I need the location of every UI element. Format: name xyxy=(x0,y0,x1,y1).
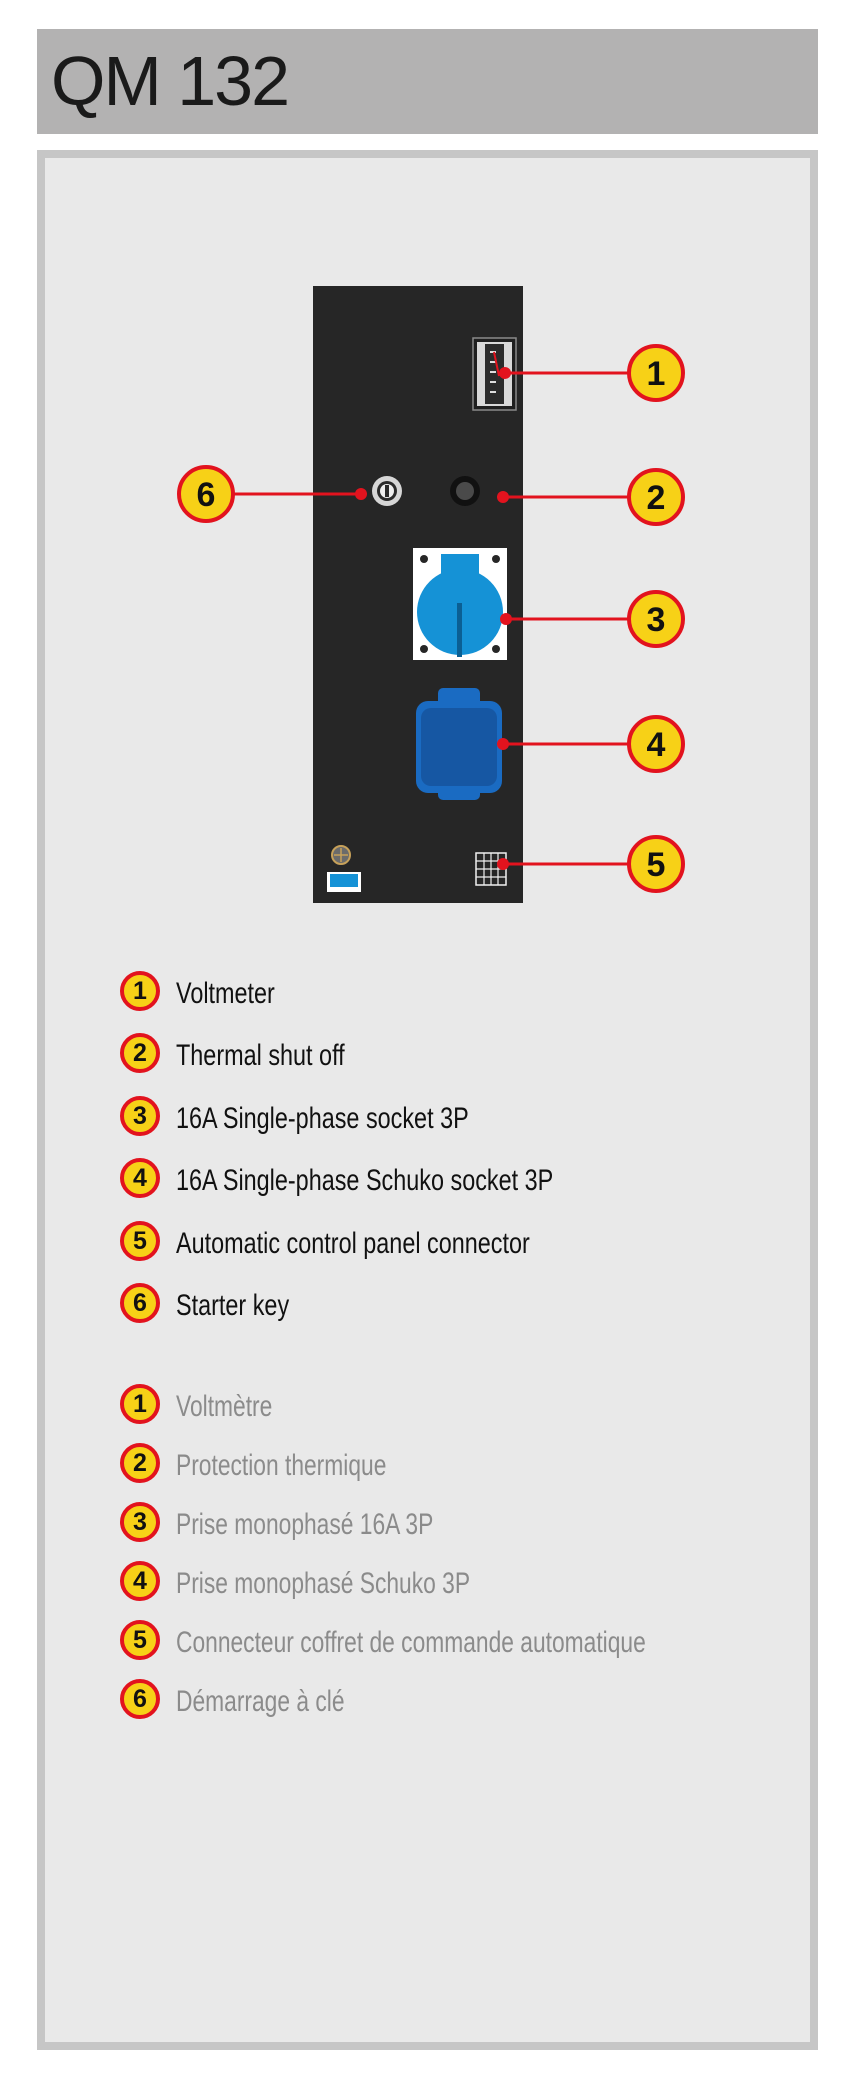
legend-badge: 1 xyxy=(120,1384,160,1424)
callout-badge-1: 1 xyxy=(627,344,685,402)
schuko-socket xyxy=(416,688,502,800)
page-title: QM 132 xyxy=(51,42,290,120)
callout-number-4: 4 xyxy=(647,726,666,764)
legend-badge: 4 xyxy=(120,1158,160,1198)
legend-label: Prise monophasé 16A 3P xyxy=(176,1508,434,1541)
callout-dot-2 xyxy=(497,491,509,503)
legend-label: Démarrage à clé xyxy=(176,1685,345,1718)
legend-badge: 6 xyxy=(120,1283,160,1323)
legend-label: Voltmeter xyxy=(176,977,275,1010)
legend-badge: 6 xyxy=(120,1679,160,1719)
legend-label: Connecteur coffret de commande automatiq… xyxy=(176,1626,646,1659)
starter-key xyxy=(372,476,402,506)
legend-label: Thermal shut off xyxy=(176,1039,345,1072)
callout-number-3: 3 xyxy=(647,601,666,639)
single-phase-socket xyxy=(413,548,507,660)
callout-dot-6 xyxy=(355,488,367,500)
callout-badge-6: 6 xyxy=(177,465,235,523)
callout-badge-2: 2 xyxy=(627,468,685,526)
thermal-shut-off xyxy=(450,476,480,506)
legend-label: 16A Single-phase Schuko socket 3P xyxy=(176,1164,554,1197)
callout-dot-3 xyxy=(500,613,512,625)
legend-label: Prise monophasé Schuko 3P xyxy=(176,1567,471,1600)
legend-label: Voltmètre xyxy=(176,1390,273,1423)
callout-number-2: 2 xyxy=(647,479,666,517)
legend-badge: 5 xyxy=(120,1221,160,1261)
legend-label: Automatic control panel connector xyxy=(176,1227,530,1260)
legend-label: 16A Single-phase socket 3P xyxy=(176,1102,469,1135)
callout-dot-4 xyxy=(497,738,509,750)
legend-badge: 2 xyxy=(120,1033,160,1073)
legend-label: Starter key xyxy=(176,1289,290,1322)
legend-label: Protection thermique xyxy=(176,1449,387,1482)
callout-number-1: 1 xyxy=(647,355,666,393)
title-bar: QM 132 xyxy=(37,29,818,134)
callout-dot-1 xyxy=(499,367,511,379)
callout-number-6: 6 xyxy=(197,476,216,514)
indicator-light xyxy=(327,872,361,892)
legend-badge: 1 xyxy=(120,971,160,1011)
callout-dot-5 xyxy=(497,858,509,870)
legend-badge: 3 xyxy=(120,1096,160,1136)
callout-number-5: 5 xyxy=(647,846,666,884)
callout-badge-3: 3 xyxy=(627,590,685,648)
callout-badge-4: 4 xyxy=(627,715,685,773)
legend-badge: 5 xyxy=(120,1620,160,1660)
callout-badge-5: 5 xyxy=(627,835,685,893)
ground-terminal xyxy=(331,845,351,865)
legend-badge: 4 xyxy=(120,1561,160,1601)
legend-badge: 2 xyxy=(120,1443,160,1483)
legend-badge: 3 xyxy=(120,1502,160,1542)
